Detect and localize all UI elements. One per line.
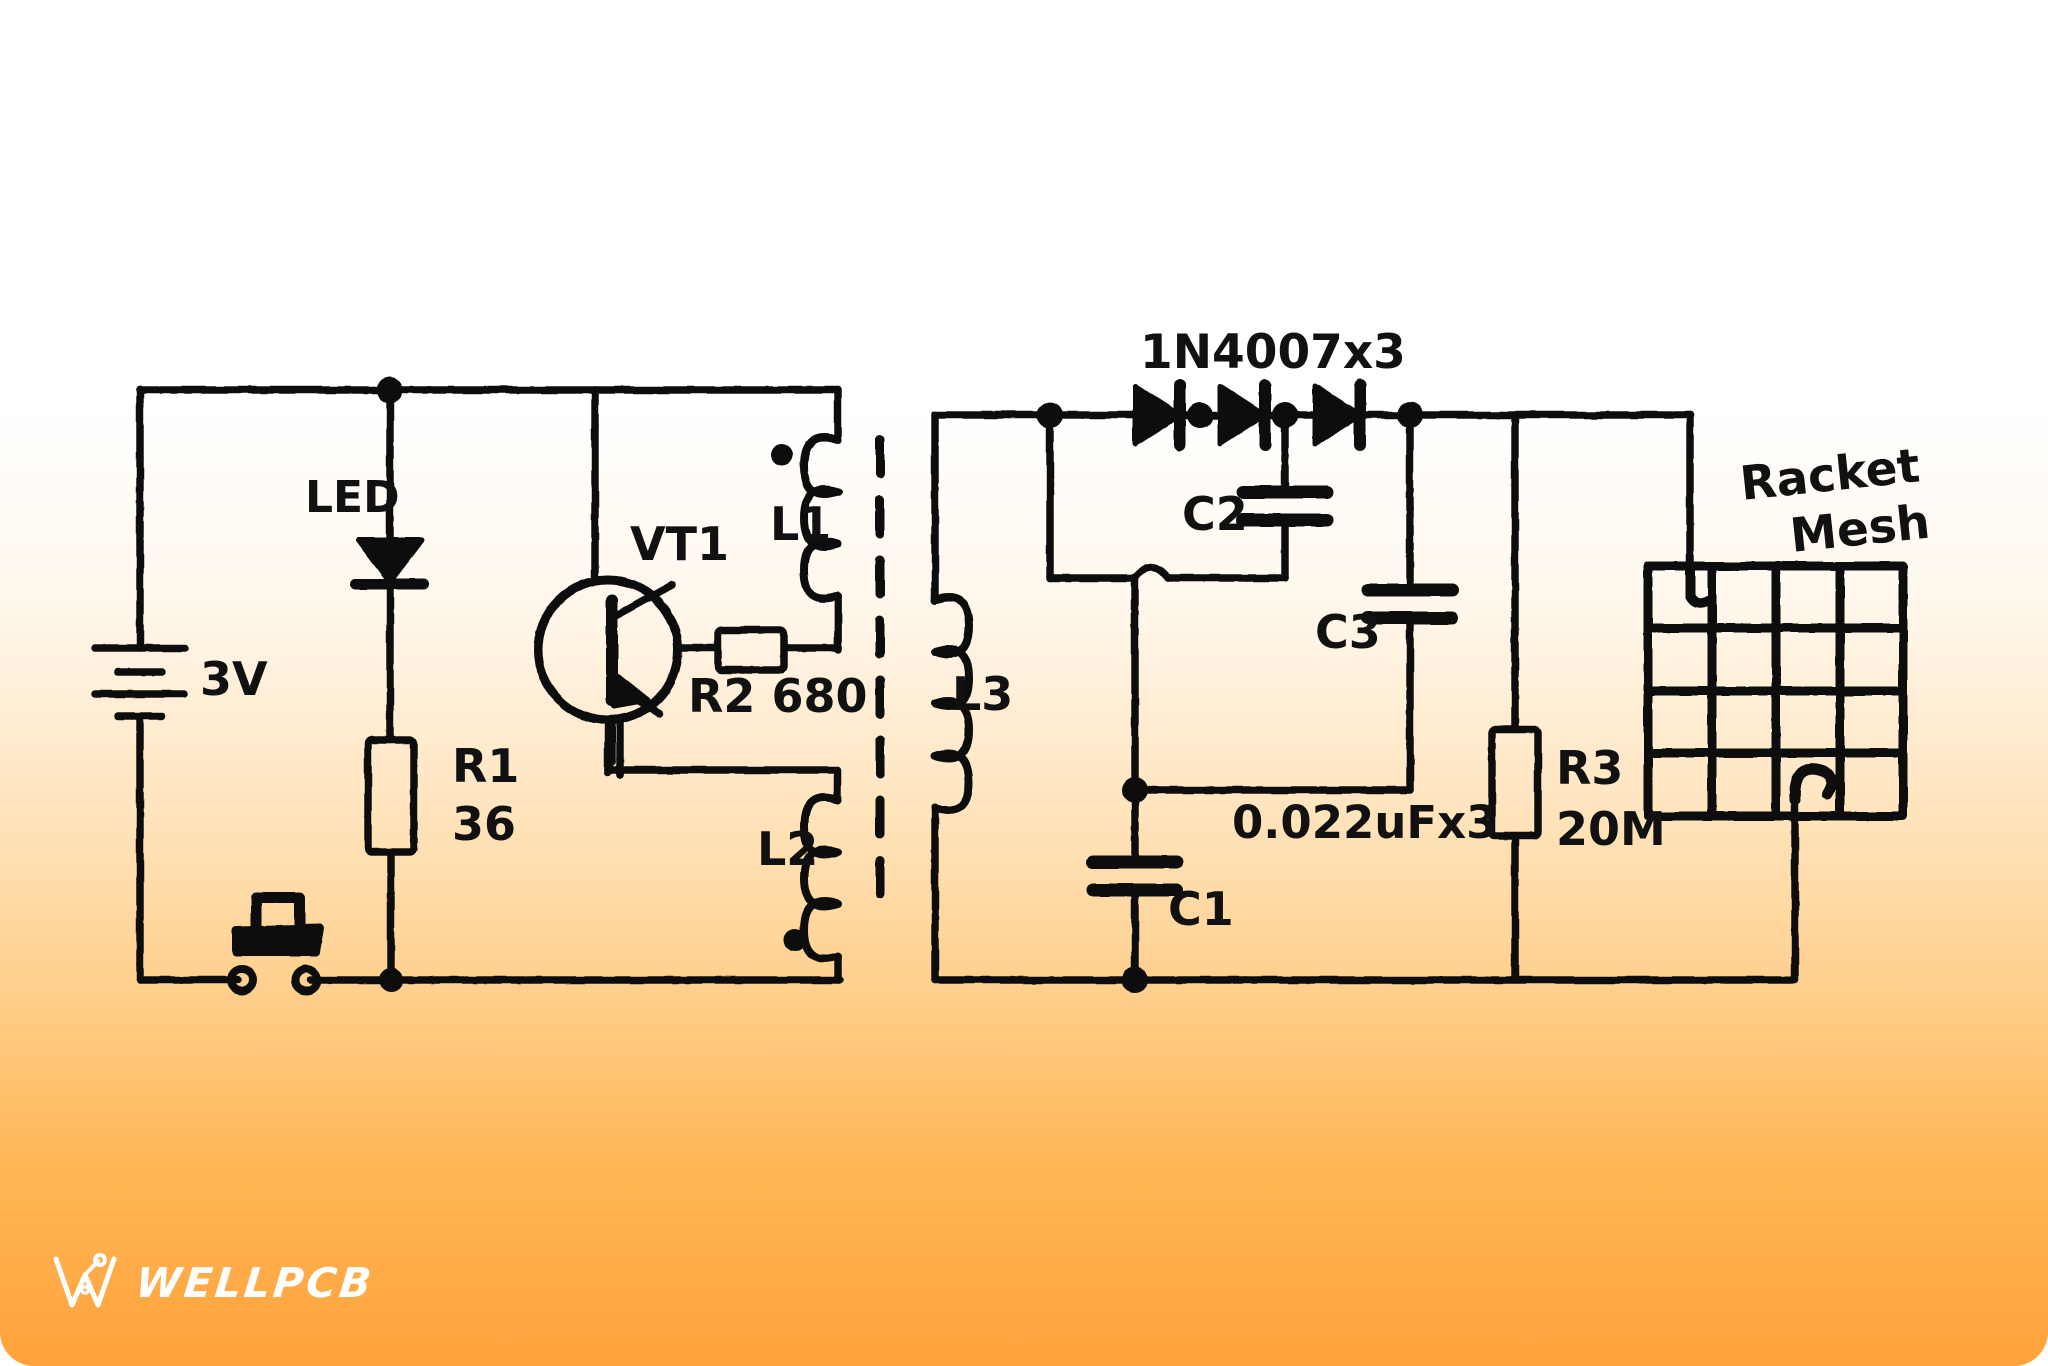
wellpcb-brand: WELLPCB: [52, 1248, 377, 1318]
l2-coil-symbol: [800, 766, 842, 984]
battery-symbol: [91, 628, 189, 984]
r3-resistor-symbol: [1488, 411, 1542, 984]
c3-capacitor-symbol: [1361, 411, 1459, 794]
l2-polarity-dot-icon: [784, 929, 806, 951]
c1-capacitor-symbol: [1086, 786, 1184, 984]
wellpcb-w-logo-icon: [53, 1253, 117, 1308]
racket-mesh-grid-icon: [1643, 561, 1908, 821]
r1-resistor-symbol: [364, 736, 418, 984]
c2-label: C2: [1182, 487, 1248, 541]
c2-loop-left: [1046, 411, 1289, 582]
push-button-switch-symbol[interactable]: [227, 892, 324, 995]
diode-2-symbol: [1217, 379, 1271, 451]
c2-capacitor-symbol: [1236, 411, 1334, 582]
c3-label: C3: [1315, 605, 1381, 659]
c1-label: C1: [1168, 882, 1234, 936]
l2-label: L2: [757, 822, 818, 876]
junction-dot: [379, 968, 403, 992]
led-label: LED: [305, 472, 400, 523]
battery-label: 3V: [200, 652, 268, 706]
primary-top-rail: [136, 386, 599, 636]
junction-dot: [1187, 402, 1213, 428]
diodes-label: 1N4007x3: [1140, 325, 1406, 380]
wire-hop-bridge: [1131, 563, 1172, 582]
diode-1-symbol: [1132, 379, 1186, 451]
l1-coil-symbol: [591, 386, 842, 654]
vt1-label: VT1: [630, 517, 729, 571]
junction-dot: [377, 377, 403, 403]
l3-coil-symbol: [931, 411, 973, 984]
r1-ref-label: R1: [452, 739, 519, 793]
secondary-mid-rail: [1131, 574, 1414, 794]
brand-name: WELLPCB: [133, 1259, 377, 1307]
l1-label: L1: [770, 497, 831, 551]
schematic-labels: LED 3V R1 36 VT1 R2 680 L1 L2 L3 1N4007x…: [200, 325, 1933, 936]
l1-polarity-dot-icon: [771, 444, 793, 466]
led-branch: [350, 386, 430, 744]
cap-value-label: 0.022uFx3: [1232, 796, 1497, 849]
r3-ref-label: R3: [1556, 741, 1623, 795]
r1-value-label: 36: [452, 797, 516, 851]
r2-resistor-symbol: [674, 626, 842, 674]
l3-label: L3: [952, 667, 1013, 721]
r2-label: R2 680: [688, 669, 867, 723]
diode-3-symbol: [1312, 379, 1366, 451]
r3-value-label: 20M: [1556, 802, 1666, 856]
